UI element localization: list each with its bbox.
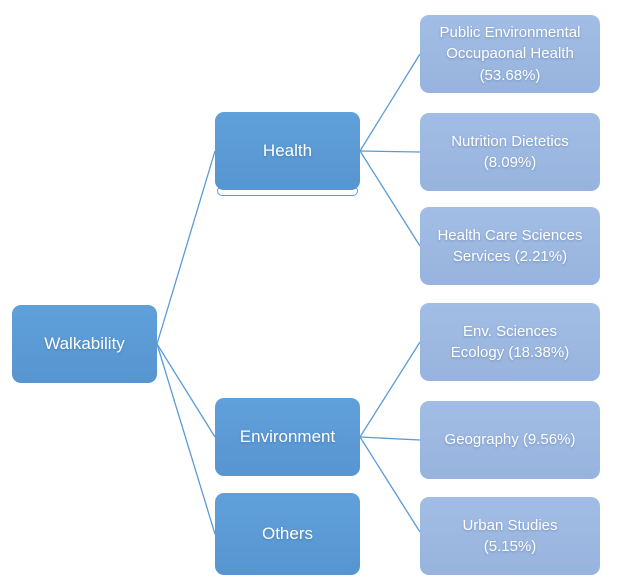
leaf-label-line: Public Environmental (439, 24, 581, 42)
node-environment-label: Environment (239, 427, 336, 446)
node-walkability-label: Walkability (44, 334, 125, 353)
node-urban-studies: Urban Studies (5.15%) (420, 497, 600, 575)
node-walkability: Walkability (12, 305, 157, 383)
leaf-label-line: (8.09%) (483, 154, 537, 171)
node-environment: Environment (215, 398, 360, 476)
leaf-label-line: Services (2.21%) (452, 248, 568, 265)
node-others-label: Others (261, 524, 314, 543)
leaf-label-line: Ecology (18.38%) (450, 344, 570, 361)
connector-health-leaf3 (359, 150, 421, 247)
connector-environment-leaf5 (359, 436, 421, 441)
leaf-label-line: Urban Studies (462, 516, 558, 534)
connector-health-leaf2 (359, 150, 421, 153)
leaf-label-line: Geography (9.56%) (444, 431, 576, 449)
leaf-label-line: Env. Sciences (463, 322, 557, 340)
node-others: Others (215, 493, 360, 575)
connector-environment-leaf4 (359, 341, 421, 438)
leaf-label-line: (53.68%) (479, 66, 541, 84)
leaf-label-line: Nutrition Dietetics (451, 132, 569, 150)
connector-health-leaf1 (359, 53, 421, 152)
node-health-label: Health (262, 141, 313, 160)
node-health: Health (215, 112, 360, 190)
node-env-sciences-ecology: Env. Sciences Ecology (18.38%) (420, 303, 600, 381)
leaf-label-line: Occupaonal Health (446, 45, 574, 63)
connector-root-others (156, 343, 216, 535)
connector-root-health (156, 150, 216, 345)
leaf-label-line: Health Care Sciences (437, 226, 583, 244)
node-geography: Geography (9.56%) (420, 401, 600, 479)
connector-environment-leaf6 (359, 436, 421, 533)
node-nutrition-dietetics: Nutrition Dietetics (8.09%) (420, 113, 600, 191)
node-health-care-sciences-services: Health Care Sciences Services (2.21%) (420, 207, 600, 285)
node-public-environmental-occupational-health: Public Environmental Occupaonal Health (… (420, 15, 600, 93)
leaf-label-line: (5.15%) (483, 538, 537, 555)
connector-root-environment (156, 343, 216, 438)
